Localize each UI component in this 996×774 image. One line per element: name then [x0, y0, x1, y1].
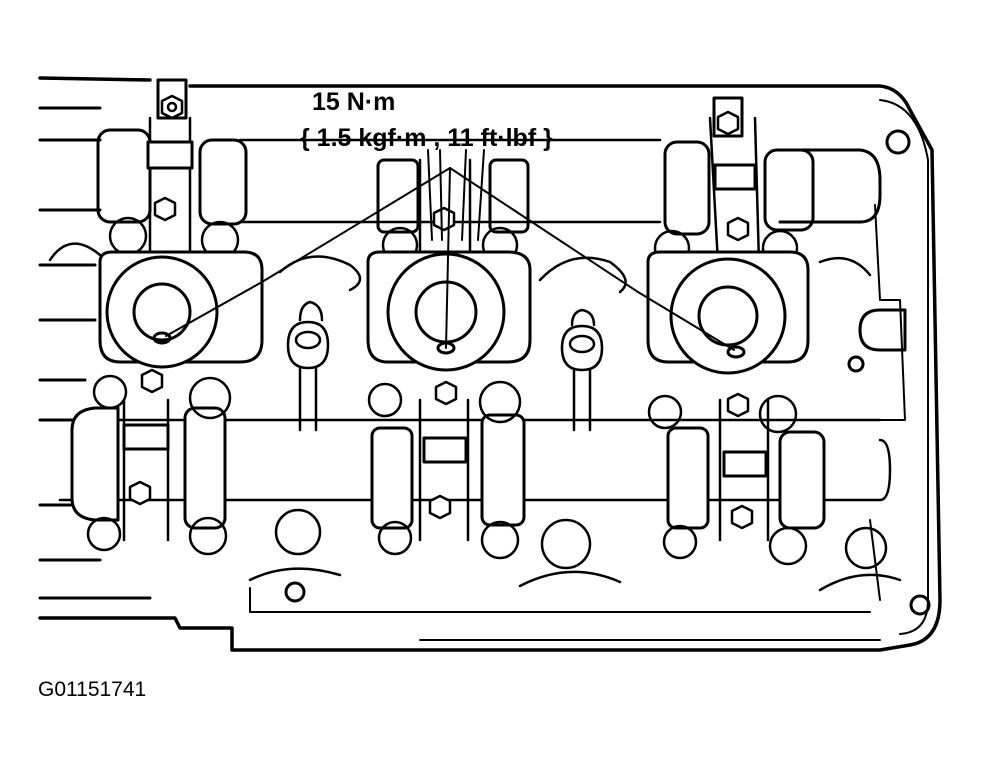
- bearing-cap-block: [724, 452, 766, 476]
- bearing-cap-block: [424, 438, 466, 462]
- torque-leader-lines: [166, 150, 734, 350]
- bearing-cap-block: [148, 142, 192, 168]
- cam-lobe: [378, 160, 418, 232]
- lower-camshaft: [60, 400, 890, 540]
- cam-lobe: [98, 130, 150, 222]
- cam-lobe: [780, 432, 824, 528]
- torque-spec-imperial: { 1.5 kgf·m , 11 ft·lbf }: [300, 124, 553, 152]
- journal-cap-rings: [100, 252, 808, 373]
- cam-lobe: [200, 140, 246, 224]
- lower-tappet-bores: [88, 376, 900, 590]
- cam-lobe: [765, 150, 813, 230]
- bearing-cap-block: [715, 165, 755, 189]
- cap-bolt: [142, 370, 162, 392]
- cap-bolt: [434, 208, 454, 230]
- oil-hole: [154, 333, 170, 343]
- lower-bolts: [130, 370, 752, 528]
- cap-bolt: [436, 382, 456, 404]
- figure-id-label: G01151741: [38, 678, 147, 701]
- cam-lobe: [668, 428, 708, 528]
- cap-bolt: [728, 218, 748, 240]
- cap-bolt: [130, 482, 150, 504]
- cam-lobe: [665, 142, 709, 234]
- cam-lobe: [372, 428, 412, 528]
- cap-bolt: [162, 96, 182, 118]
- torque-spec-nm: 15 N·m: [312, 88, 396, 116]
- cam-lobe: [185, 408, 225, 528]
- head-bolt-hole: [887, 131, 909, 153]
- cam-lobe: [482, 415, 524, 525]
- head-bolt-hole: [911, 596, 929, 614]
- cylinder-head-outline: [40, 78, 940, 650]
- cap-bolt: [718, 112, 738, 134]
- upper-bolts: [155, 96, 748, 240]
- cam-lobe: [72, 408, 118, 520]
- cap-bolt: [155, 198, 175, 220]
- cap-bolt: [728, 394, 748, 416]
- cap-bolt: [732, 506, 752, 528]
- head-bolt-hole: [286, 583, 304, 601]
- bearing-cap-block: [124, 425, 168, 449]
- cap-bolt: [430, 496, 450, 518]
- oil-hole: [728, 347, 744, 357]
